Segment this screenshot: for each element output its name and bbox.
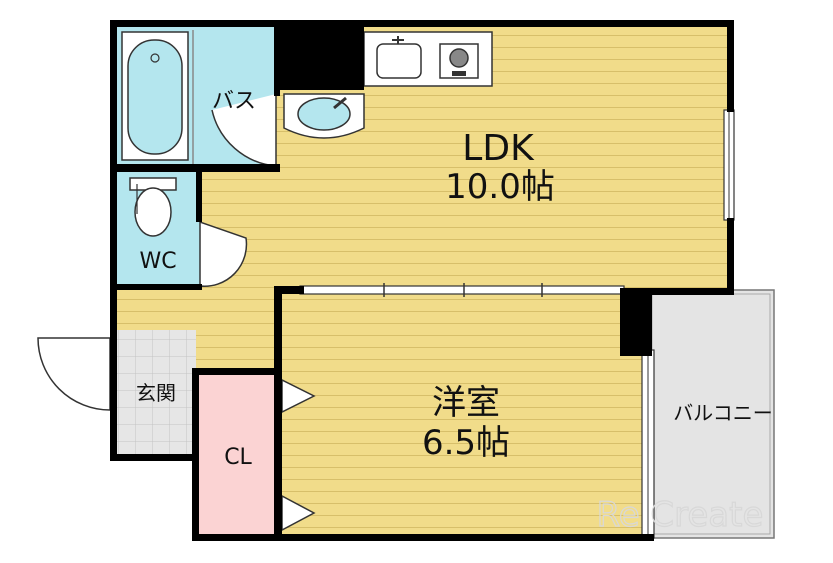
ldk-window xyxy=(723,109,735,221)
watermark: Re Create xyxy=(597,495,764,535)
balcony-label: バルコニー xyxy=(673,401,773,425)
toilet-icon xyxy=(134,187,172,237)
wc-label: WC xyxy=(139,249,176,274)
toilet xyxy=(129,177,177,237)
entrance-door xyxy=(37,337,111,411)
western-room-name-label: 洋室 xyxy=(432,383,500,423)
closet-label: CL xyxy=(224,445,252,470)
wc-door xyxy=(199,220,248,287)
entrance-floor xyxy=(116,330,196,454)
bath-label: バス xyxy=(212,89,256,114)
walls xyxy=(110,20,734,541)
western-room-size-label: 6.5帖 xyxy=(422,423,510,463)
sink-icon xyxy=(376,43,422,79)
closet-floor xyxy=(196,374,278,538)
bathtub-icon xyxy=(127,39,183,155)
ldk-size-label: 10.0帖 xyxy=(445,167,555,207)
wash-basin xyxy=(283,93,365,139)
entrance-label: 玄関 xyxy=(136,381,176,405)
kitchen-counter xyxy=(363,31,493,87)
bathtub xyxy=(121,31,189,161)
western-room-floor xyxy=(280,293,648,539)
ldk-name-label: LDK xyxy=(462,128,535,169)
